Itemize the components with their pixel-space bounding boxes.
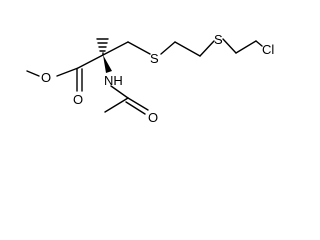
bond-methyl-methoxy-o (26, 70, 40, 77)
bond-s2-ch2 (222, 38, 237, 54)
wedge-bond-alpha-c-n (103, 55, 112, 73)
bond-ch2-s1 (127, 41, 151, 55)
atom-ester-carbonyl-oxygen: O (73, 92, 83, 107)
bond-n-acetyl-c (110, 85, 129, 99)
molecule-drawing: O O NH O S S Cl (26, 32, 274, 125)
atom-sulfur-2: S (214, 32, 223, 47)
atom-sulfur-1: S (150, 51, 159, 66)
bond-acetyl-c-methyl (104, 97, 129, 113)
bond-ch2-cl (255, 40, 263, 47)
bond-ch2-ch2 (174, 41, 201, 57)
bond-methoxy-o-carbonyl-c (56, 67, 79, 77)
structure-canvas: O O NH O S S Cl (26, 32, 275, 125)
atom-methoxy-oxygen: O (41, 70, 51, 85)
bond-ch2-ch2-cl (235, 40, 257, 54)
bond-alpha-c-ch2 (102, 41, 129, 56)
bond-carbonyl-c-alpha-c (77, 54, 104, 69)
bond-acetyl-carbonyl-double-2 (125, 101, 146, 115)
atom-chlorine: Cl (262, 42, 274, 57)
bond-ch2-s2 (199, 40, 215, 57)
bond-s1-ch2 (160, 41, 176, 55)
atom-acetyl-carbonyl-oxygen: O (148, 110, 158, 125)
atom-amide-nitrogen: NH (104, 73, 123, 88)
bond-acetyl-carbonyl-double-1 (127, 97, 149, 111)
